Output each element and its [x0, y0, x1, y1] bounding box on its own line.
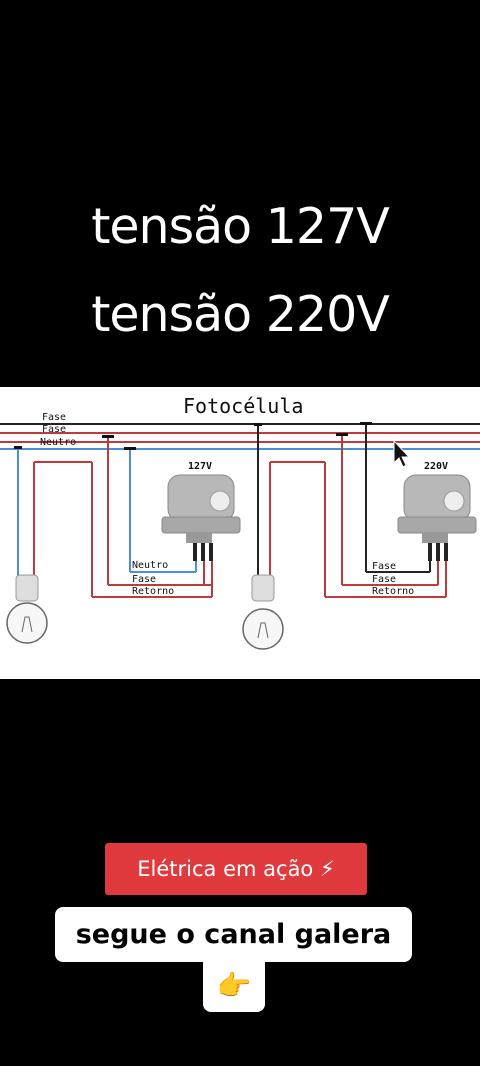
right-wire-label-retorno: Retorno — [372, 586, 414, 597]
right-circuit: Fase Fase Retorno 220V — [242, 422, 477, 650]
right-voltage-label: 220V — [424, 461, 448, 472]
left-wire-label-fase: Fase — [132, 574, 156, 585]
pointing-hand-icon: 👉 — [203, 960, 265, 1012]
left-voltage-label: 127V — [188, 461, 212, 472]
diagram-title: Fotocélula — [183, 394, 303, 418]
mouse-cursor-icon — [393, 439, 411, 468]
left-circuit: Neutro Fase Retorno 127V — [6, 435, 241, 644]
bus-label-fase-1: Fase — [42, 412, 66, 423]
left-wire-label-neutro: Neutro — [132, 560, 168, 571]
photocell-wiring-diagram: Fotocélula Fase Fase Neutro Neu — [0, 387, 480, 679]
photocell-sensor-icon — [397, 474, 477, 561]
right-wire-label-fase-1: Fase — [372, 561, 396, 572]
bus-label-neutro: Neutro — [40, 437, 76, 448]
left-wire-label-retorno: Retorno — [132, 586, 174, 597]
headline-127v: tensão 127V — [91, 198, 390, 255]
bus-label-fase-2: Fase — [42, 424, 66, 435]
headline-220v: tensão 220V — [91, 286, 390, 343]
channel-badge[interactable]: Elétrica em ação ⚡ — [105, 843, 367, 895]
light-bulb-icon — [242, 574, 284, 650]
right-wire-label-fase-2: Fase — [372, 574, 396, 585]
light-bulb-icon — [6, 574, 48, 644]
follow-channel-caption: segue o canal galera — [55, 907, 412, 962]
photocell-sensor-icon — [161, 474, 241, 561]
